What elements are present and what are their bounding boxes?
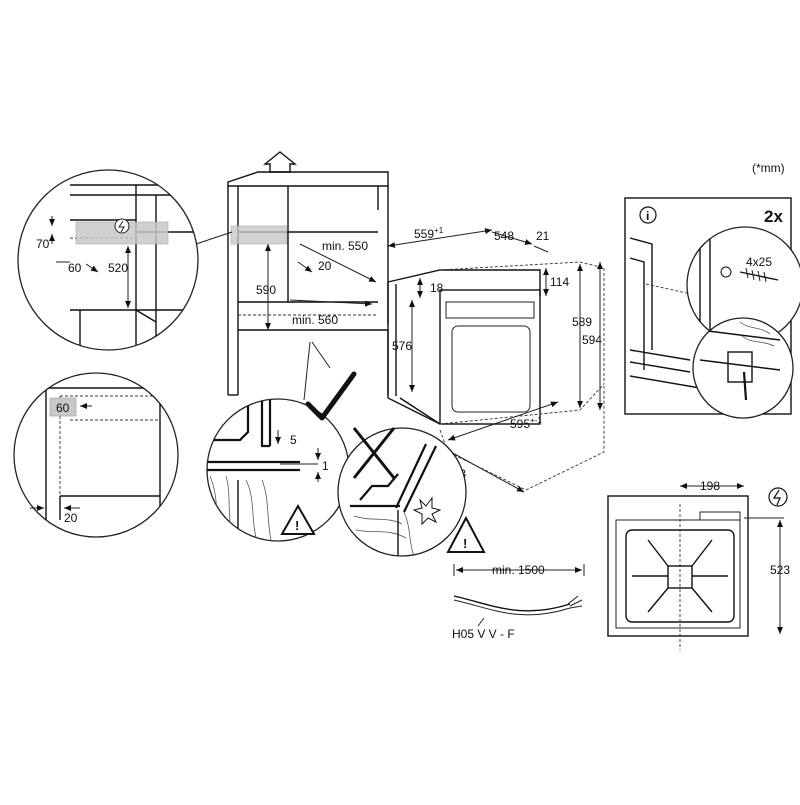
washer-icon: [720, 266, 732, 278]
lift-arrow-icon: [263, 151, 297, 173]
back-d198: 198: [700, 479, 720, 493]
oven-d21: 21: [536, 229, 550, 243]
unit-note: (*mm): [752, 161, 785, 175]
oven-height-589: 589: [572, 315, 592, 329]
oven-drawing: 559+1 548 21 114 18 576 589 594 595+-1 4…: [387, 226, 605, 493]
detail-top-left: 70 60 520: [17, 169, 233, 351]
oven-height-576: 576: [392, 339, 412, 353]
cabinet-gap-20: 20: [318, 259, 332, 273]
back-d523: 523: [770, 563, 790, 577]
mounting-count: 2x: [764, 207, 783, 226]
cabinet-min-width: min. 550: [322, 239, 368, 253]
cabinet-height-590: 590: [256, 283, 276, 297]
oven-d18: 18: [430, 281, 444, 295]
oven-width-595: 595+-1: [510, 416, 542, 431]
cross-mark-icon: [352, 427, 396, 479]
info-icon: [639, 206, 657, 224]
cable-section: ! min. 1500 H05 V V - F: [446, 515, 585, 641]
power-cable: [453, 595, 571, 612]
warning-icon: [280, 503, 316, 535]
check-mark-icon: [305, 371, 357, 421]
screw-size: 4x25: [746, 255, 772, 269]
cable-min-length: min. 1500: [492, 563, 545, 577]
oven-d114: 114: [550, 275, 569, 289]
info-symbol: i: [646, 209, 649, 223]
electric-hazard-icon: [114, 218, 130, 234]
cable-type: H05 V V - F: [452, 627, 515, 641]
detail-top-d60: 60: [68, 261, 82, 275]
mounting-panel: i 2x 4x25: [624, 197, 800, 419]
detail-top-d520: 520: [108, 261, 128, 275]
detail-wrong-fit: [337, 427, 467, 557]
detail-top-d70: 70: [36, 237, 50, 251]
oven-height-594: 594: [582, 333, 602, 347]
svg-text:!: !: [295, 518, 299, 533]
detail-bottom-d20: 20: [64, 511, 78, 525]
detail-correct-fit: 5 1 !: [206, 341, 350, 542]
back-view: 198 523: [607, 479, 790, 650]
impact-burst-icon: [412, 496, 442, 526]
cabinet-min-depth: min. 560: [292, 313, 338, 327]
cabinet-drawing: 590 min. 550 20 min. 560: [227, 151, 389, 396]
oven-width-559: 559+1: [414, 226, 444, 241]
electric-hazard-icon-back: [768, 487, 788, 507]
oven-depth-548: 548: [494, 229, 514, 243]
warning-icon-cable: [446, 515, 486, 553]
detail-bottom-d60: 60: [56, 401, 70, 415]
detail-bottom-left: 60 20: [13, 372, 179, 538]
svg-text:!: !: [463, 536, 467, 551]
fit-gap-5: 5: [290, 433, 297, 447]
fit-gap-1: 1: [322, 459, 329, 473]
